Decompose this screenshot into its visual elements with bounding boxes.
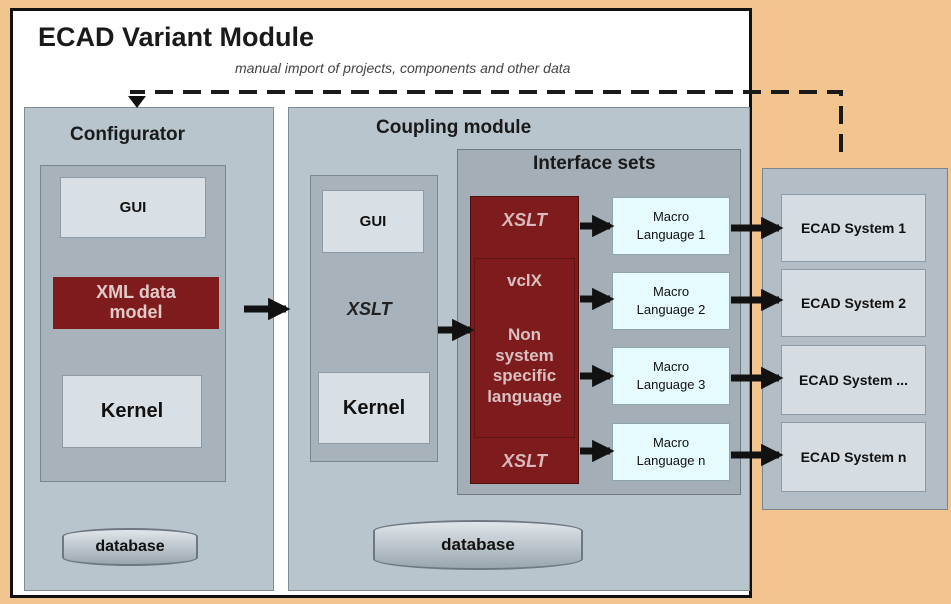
macro-1-line1: Macro [652,209,690,225]
coupling-xslt-label: XSLT [347,299,392,319]
macro-n-line1: Macro [652,435,690,451]
interface-middle-block: vclX Non system specific language [474,258,575,438]
coupling-gui-box: GUI [322,190,424,253]
non-system-line-4: language [487,386,562,406]
macro-n-line2: Language n [636,453,706,468]
configurator-kernel-box: Kernel [62,375,202,448]
interface-sets-heading: Interface sets [533,153,656,174]
coupling-database: database [373,520,583,570]
xml-data-model-box: XML data model [53,277,219,329]
macro-2-line1: Macro [652,284,690,300]
interface-xslt-top: XSLT [474,200,575,240]
non-system-line-3: specific [492,366,557,386]
coupling-module-heading: Coupling module [376,117,532,138]
vclx-label: vclX [507,271,542,290]
ecad-system-1: ECAD System 1 [781,194,926,262]
interface-xslt-bottom: XSLT [474,442,575,480]
configurator-gui-box: GUI [60,177,206,238]
ecad-system-2: ECAD System 2 [781,269,926,337]
macro-2-line2: Language 2 [636,302,706,317]
macro-3-line1: Macro [652,359,690,375]
import-note: manual import of projects, components an… [235,60,571,76]
macro-3-line2: Language 3 [636,377,706,392]
configurator-heading: Configurator [70,124,186,145]
non-system-line-1: Non [507,325,542,345]
xml-data-model-line2: model [109,302,163,322]
import-arrowhead [128,96,146,108]
import-dashed-line [130,90,843,152]
non-system-line-2: system [495,345,554,365]
configurator-database: database [62,528,198,566]
xml-data-model-line1: XML data [96,282,176,303]
module-title: ECAD Variant Module [38,22,315,52]
ecad-system-ellipsis: ECAD System ... [781,345,926,415]
macro-1-line2: Language 1 [636,227,706,242]
coupling-kernel-box: Kernel [318,372,430,444]
